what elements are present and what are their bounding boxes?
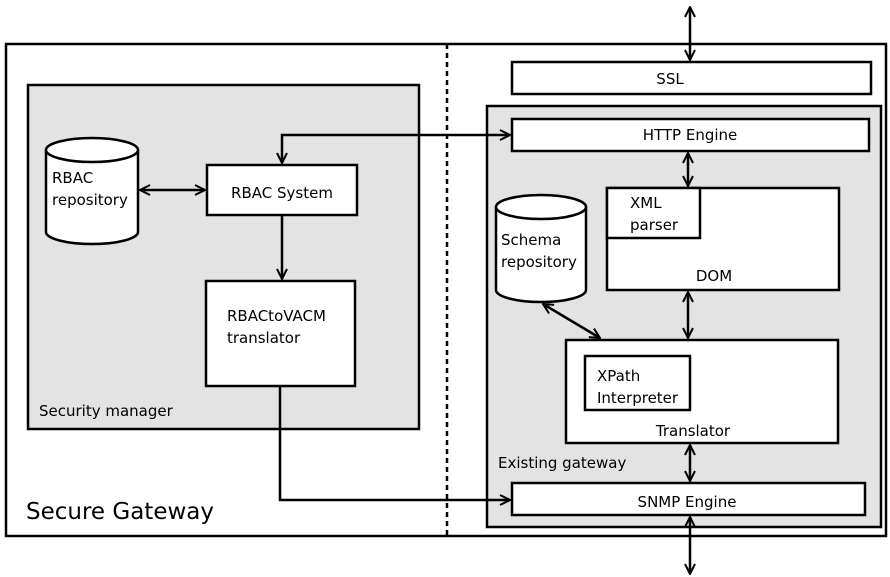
dom-label: DOM bbox=[696, 267, 732, 285]
secure-gateway-label: Secure Gateway bbox=[26, 499, 214, 525]
snmp-engine-box bbox=[510, 481, 867, 517]
arrow-translator-snmp-engine bbox=[278, 387, 510, 500]
arrow-rbac-system-http-engine bbox=[282, 135, 510, 163]
schema-repository-cylinder bbox=[494, 193, 588, 304]
xpath-label-1: XPath bbox=[597, 367, 640, 385]
rbac-repository-cylinder bbox=[44, 136, 140, 246]
existing-gateway-label: Existing gateway bbox=[498, 454, 626, 472]
xpath-interpreter-box bbox=[583, 354, 692, 412]
ssl-label: SSL bbox=[656, 70, 684, 88]
schema-repository-label-1: Schema bbox=[501, 231, 561, 249]
rbac-to-vacm-label-2: translator bbox=[227, 329, 301, 347]
ssl-box bbox=[510, 60, 873, 96]
http-engine-label: HTTP Engine bbox=[643, 126, 738, 144]
rbac-to-vacm-label-1: RBACtoVACM bbox=[227, 307, 326, 325]
rbac-repository-label-1: RBAC bbox=[52, 169, 93, 187]
rbac-to-vacm-translator-box bbox=[204, 279, 357, 388]
xpath-label-2: Interpreter bbox=[597, 389, 679, 407]
translator-label: Translator bbox=[655, 422, 731, 440]
rbac-repository-label-2: repository bbox=[52, 191, 128, 209]
arrow-schema-repository-translator bbox=[543, 304, 600, 338]
security-manager-label: Security manager bbox=[39, 402, 174, 420]
xml-parser-label-1: XML bbox=[630, 194, 662, 212]
schema-repository-label-2: repository bbox=[501, 253, 577, 271]
snmp-engine-label: SNMP Engine bbox=[638, 493, 737, 511]
rbac-system-label: RBAC System bbox=[231, 184, 333, 202]
xml-parser-label-2: parser bbox=[630, 216, 679, 234]
rbac-system-box bbox=[205, 163, 359, 217]
xml-parser-box bbox=[605, 186, 702, 240]
http-engine-box bbox=[510, 117, 871, 153]
